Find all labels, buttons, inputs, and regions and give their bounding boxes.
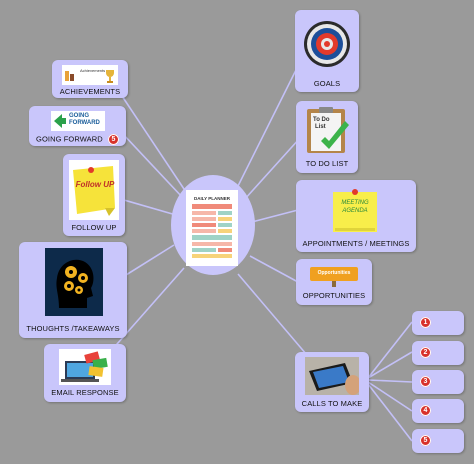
head-gears-icon	[56, 259, 94, 308]
email-node[interactable]: EMAIL RESPONSE	[44, 344, 126, 402]
thoughts-label: THOUGHTS /TAKEAWAYS	[26, 324, 120, 333]
appointments-note-line2: AGENDA	[342, 208, 368, 214]
follow-up-node[interactable]: Follow UP FOLLOW UP	[63, 154, 125, 236]
going-forward-label-row: GOING FORWARD 5	[29, 134, 126, 145]
call-item-badge: 2	[420, 347, 431, 358]
email-image	[59, 349, 111, 385]
sticky-note-icon	[73, 166, 115, 216]
going-forward-logo-line1: GOING	[69, 113, 90, 119]
opportunities-sign-text: Opportunities	[317, 270, 351, 276]
todo-node[interactable]: To Do List TO DO LIST	[296, 101, 358, 173]
going-forward-node[interactable]: GOING FORWARD GOING FORWARD 5	[29, 106, 126, 146]
achievements-image: Achievements	[62, 65, 118, 85]
going-forward-count-badge: 5	[107, 134, 119, 145]
calls-node[interactable]: CALLS TO MAKE	[295, 352, 369, 412]
achievements-node[interactable]: Achievements ACHIEVEMENTS	[52, 60, 128, 98]
calls-label: CALLS TO MAKE	[301, 399, 363, 408]
trophy-icon	[65, 70, 114, 83]
arrow-logo-icon	[54, 114, 66, 128]
achievements-label: ACHIEVEMENTS	[59, 87, 121, 96]
calls-image	[305, 357, 359, 395]
todo-clipboard-text-2: List	[315, 124, 326, 130]
appointments-image: MEETING AGENDA	[329, 186, 381, 236]
thoughts-node[interactable]: THOUGHTS /TAKEAWAYS	[19, 242, 127, 338]
opportunities-label: OPPORTUNITIES	[302, 291, 366, 300]
call-item-5[interactable]: 5	[412, 429, 464, 453]
appointments-label: APPOINTMENTS / MEETINGS	[302, 239, 410, 248]
target-icon	[304, 21, 350, 67]
planner-sheet-icon	[192, 204, 232, 258]
phone-icon	[305, 357, 359, 395]
going-forward-logo: GOING FORWARD	[51, 111, 105, 131]
daily-planner-image: DAILY PLANNER	[186, 190, 238, 266]
call-item-2[interactable]: 2	[412, 341, 464, 365]
call-item-badge: 1	[420, 317, 431, 328]
goals-label: GOALS	[313, 79, 341, 88]
sign-icon	[310, 267, 358, 287]
going-forward-logo-line2: FORWARD	[69, 120, 100, 126]
opportunities-node[interactable]: Opportunities OPPORTUNITIES	[296, 259, 372, 305]
call-item-3[interactable]: 3	[412, 370, 464, 394]
call-item-badge: 3	[420, 376, 431, 387]
todo-image: To Do List	[303, 105, 351, 155]
achievements-caption: Achievements	[80, 68, 106, 73]
todo-label: TO DO LIST	[305, 159, 349, 168]
meeting-note-icon	[333, 189, 377, 232]
opportunities-image: Opportunities	[308, 265, 360, 287]
thoughts-image	[45, 248, 103, 316]
call-item-4[interactable]: 4	[412, 399, 464, 423]
call-item-1[interactable]: 1	[412, 311, 464, 335]
email-label: EMAIL RESPONSE	[51, 388, 119, 397]
appointments-note-line1: MEETING	[341, 200, 369, 206]
planner-title: DAILY PLANNER	[193, 196, 230, 201]
clipboard-check-icon	[307, 107, 349, 153]
follow-up-image: Follow UP	[69, 160, 119, 220]
goals-node[interactable]: GOALS	[295, 10, 359, 92]
going-forward-label: GOING FORWARD	[36, 134, 103, 144]
goals-image	[302, 16, 352, 72]
laptop-mail-icon	[61, 351, 108, 382]
call-item-badge: 5	[420, 435, 431, 446]
follow-up-note-text: Follow UP	[75, 180, 115, 189]
call-item-badge: 4	[420, 405, 431, 416]
appointments-node[interactable]: MEETING AGENDA APPOINTMENTS / MEETINGS	[296, 180, 416, 252]
follow-up-label: FOLLOW UP	[71, 223, 117, 232]
todo-clipboard-text-1: To Do	[313, 117, 330, 123]
